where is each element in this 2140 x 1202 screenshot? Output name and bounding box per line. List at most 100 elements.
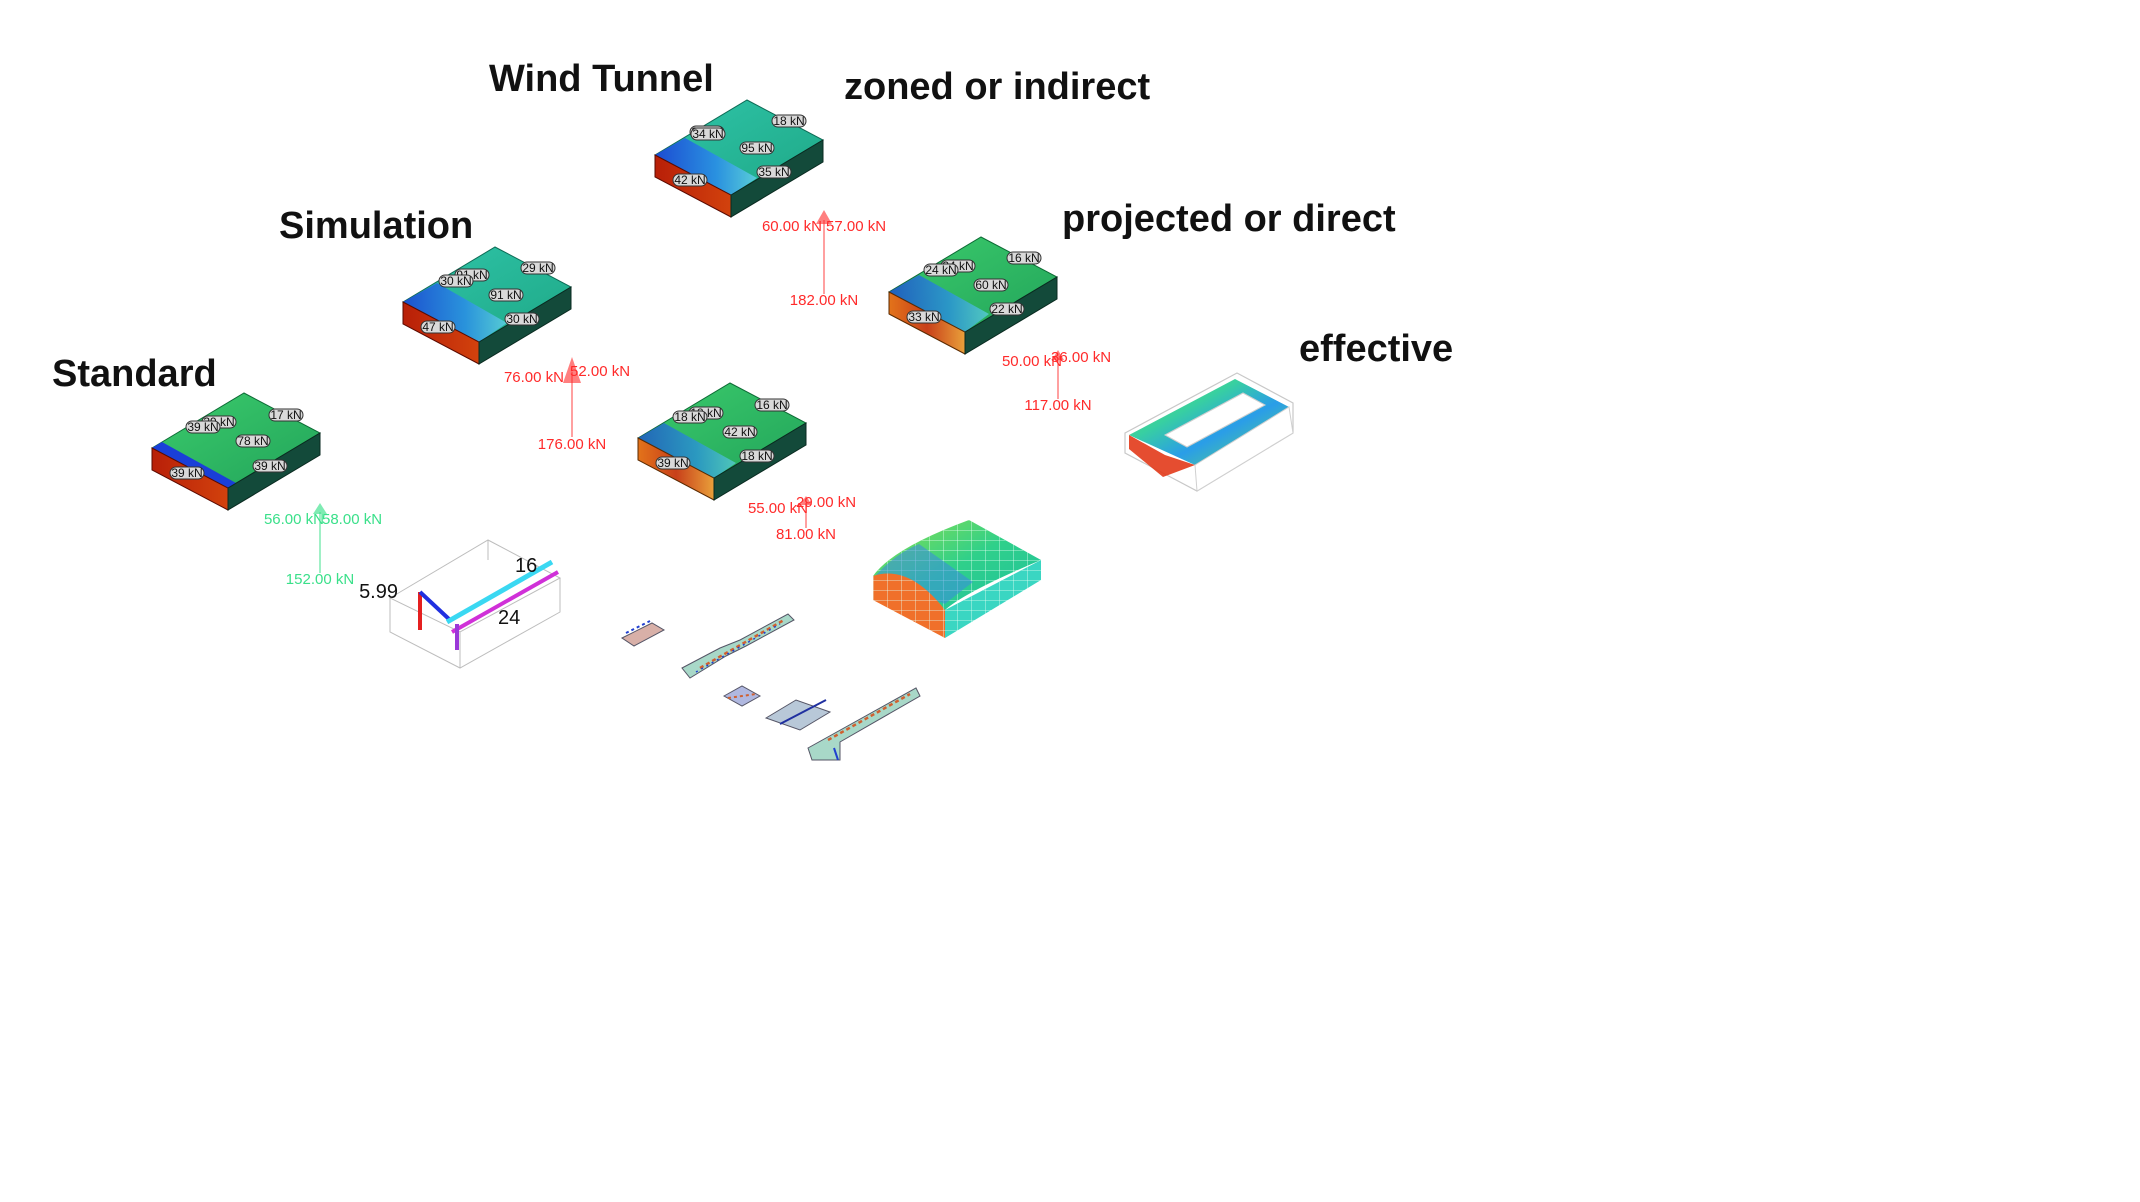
heading-projected-or-direct: projected or direct — [1062, 198, 1396, 240]
roof-blue-band — [638, 423, 736, 478]
plan-detail — [722, 685, 762, 707]
svg-text:39 kN: 39 kN — [254, 459, 285, 473]
svg-text:16 kN: 16 kN — [1008, 251, 1039, 265]
force-left: 56.00 kN — [264, 511, 324, 528]
panel-tag: 34 kN — [690, 127, 726, 141]
force-right: 52.00 kN — [570, 363, 630, 380]
building-wind-tunnel: 35 kN 34 kN 18 kN 95 kN 35 kN 42 kN — [653, 99, 825, 218]
roof-blue-band — [152, 442, 236, 488]
panel-tag: 29 kN — [520, 261, 556, 275]
force-total: 182.00 kN — [790, 292, 858, 309]
shell-blue-zone — [875, 544, 973, 604]
svg-text:18 kN: 18 kN — [674, 410, 705, 424]
svg-text:18 kN: 18 kN — [741, 449, 772, 463]
panel-tag: 39 kN — [185, 420, 221, 434]
building-center: 18 kN 18 kN 16 kN 42 kN 18 kN 39 kN — [636, 382, 808, 501]
panel-tag: 91 kN — [488, 288, 524, 302]
panel-tag: 39 kN — [169, 466, 205, 480]
svg-text:78 kN: 78 kN — [237, 434, 268, 448]
heading-simulation: Simulation — [279, 205, 474, 247]
force-total: 81.00 kN — [776, 526, 836, 543]
panel-tag: 78 kN — [235, 434, 271, 448]
force-total: 117.00 kN — [1024, 397, 1091, 414]
svg-text:42 kN: 42 kN — [724, 425, 755, 439]
force-left: 60.00 kN — [762, 218, 822, 235]
svg-text:17 kN: 17 kN — [270, 408, 301, 422]
svg-text:95 kN: 95 kN — [741, 141, 772, 155]
panel-tag: 18 kN — [739, 449, 775, 463]
panel-tag: 16 kN — [1006, 251, 1042, 265]
panel-tag: 16 kN — [754, 398, 790, 412]
height-dimension: 5.99 — [359, 581, 398, 603]
panel-tags: 39 kN 39 kN 17 kN 78 kN 39 kN 39 kN — [169, 408, 304, 480]
effective-gable — [1129, 435, 1195, 477]
building-projected: 24 kN 24 kN 16 kN 60 kN 22 kN 33 kN — [887, 236, 1059, 355]
force-total: 176.00 kN — [538, 436, 606, 453]
panel-tag: 18 kN — [672, 410, 708, 424]
roof-blue-band — [889, 275, 989, 332]
heading-wind-tunnel: Wind Tunnel — [489, 58, 714, 100]
force-right: 57.00 kN — [826, 218, 886, 235]
width-member — [445, 559, 554, 625]
panel-tags: 91 kN 30 kN 29 kN 91 kN 30 kN 47 kN — [420, 261, 556, 334]
panel-tag: 24 kN — [923, 263, 959, 277]
panel-tag: 47 kN — [420, 320, 456, 334]
panel-tag: 22 kN — [989, 302, 1025, 316]
svg-text:39 kN: 39 kN — [187, 420, 218, 434]
panel-tag: 33 kN — [906, 310, 942, 324]
force-left: 76.00 kN — [504, 369, 564, 386]
heading-effective: effective — [1299, 328, 1454, 370]
panel-tags: 24 kN 24 kN 16 kN 60 kN 22 kN 33 kN — [906, 251, 1042, 324]
heading-zoned-or-indirect: zoned or indirect — [844, 66, 1151, 108]
panel-tags: 35 kN 34 kN 18 kN 95 kN 35 kN 42 kN — [672, 114, 807, 187]
svg-text:22 kN: 22 kN — [991, 302, 1022, 316]
svg-text:16 kN: 16 kN — [756, 398, 787, 412]
svg-text:42 kN: 42 kN — [674, 173, 705, 187]
panel-tag: 30 kN — [438, 274, 474, 288]
svg-text:47 kN: 47 kN — [422, 320, 453, 334]
svg-text:91 kN: 91 kN — [490, 288, 521, 302]
svg-text:24 kN: 24 kN — [925, 263, 956, 277]
svg-text:29 kN: 29 kN — [522, 261, 553, 275]
plan-detail-models — [621, 613, 921, 761]
panel-tag: 95 kN — [739, 141, 775, 155]
panel-tag: 35 kN — [756, 165, 792, 179]
building-simulation: 91 kN 30 kN 29 kN 91 kN 30 kN 47 kN — [401, 246, 573, 365]
effective-model — [1124, 372, 1294, 492]
panel-tag: 18 kN — [771, 114, 807, 128]
panel-tag: 30 kN — [504, 312, 540, 326]
force-right: 58.00 kN — [322, 511, 382, 528]
length-dimension: 24 — [498, 607, 520, 629]
shell-mesh-model — [873, 520, 1041, 638]
width-dimension: 16 — [515, 555, 537, 577]
plan-detail — [807, 687, 921, 761]
shell-side-grid — [945, 560, 1041, 638]
svg-text:30 kN: 30 kN — [440, 274, 471, 288]
force-right: 36.00 kN — [1051, 349, 1111, 366]
panel-tag: 60 kN — [973, 278, 1009, 292]
svg-text:35 kN: 35 kN — [758, 165, 789, 179]
building-standard: 39 kN 39 kN 17 kN 78 kN 39 kN 39 kN — [150, 392, 322, 511]
force-right: 29.00 kN — [796, 494, 856, 511]
svg-text:18 kN: 18 kN — [773, 114, 804, 128]
svg-text:30 kN: 30 kN — [506, 312, 537, 326]
force-arrow-simulation: 76.00 kN 52.00 kN 176.00 kN — [504, 357, 630, 453]
effective-cutout — [1163, 392, 1267, 448]
frame-dimension-model: 5.99 16 24 — [359, 539, 562, 669]
plan-detail — [681, 613, 795, 679]
force-arrow-projected: 50.00 kN 36.00 kN 117.00 kN — [1002, 349, 1111, 414]
panel-tag: 17 kN — [268, 408, 304, 422]
svg-text:34 kN: 34 kN — [692, 127, 723, 141]
force-total: 152.00 kN — [286, 571, 354, 588]
panel-tag: 42 kN — [722, 425, 758, 439]
force-arrow-wind-tunnel: 60.00 kN 57.00 kN 182.00 kN — [762, 210, 886, 309]
shell-gable-grid — [873, 573, 945, 638]
svg-text:39 kN: 39 kN — [171, 466, 202, 480]
svg-text:33 kN: 33 kN — [908, 310, 939, 324]
panel-tag: 42 kN — [672, 173, 708, 187]
panel-tag: 39 kN — [655, 456, 691, 470]
length-member — [451, 570, 559, 634]
heading-standard: Standard — [52, 353, 217, 395]
svg-text:39 kN: 39 kN — [657, 456, 688, 470]
